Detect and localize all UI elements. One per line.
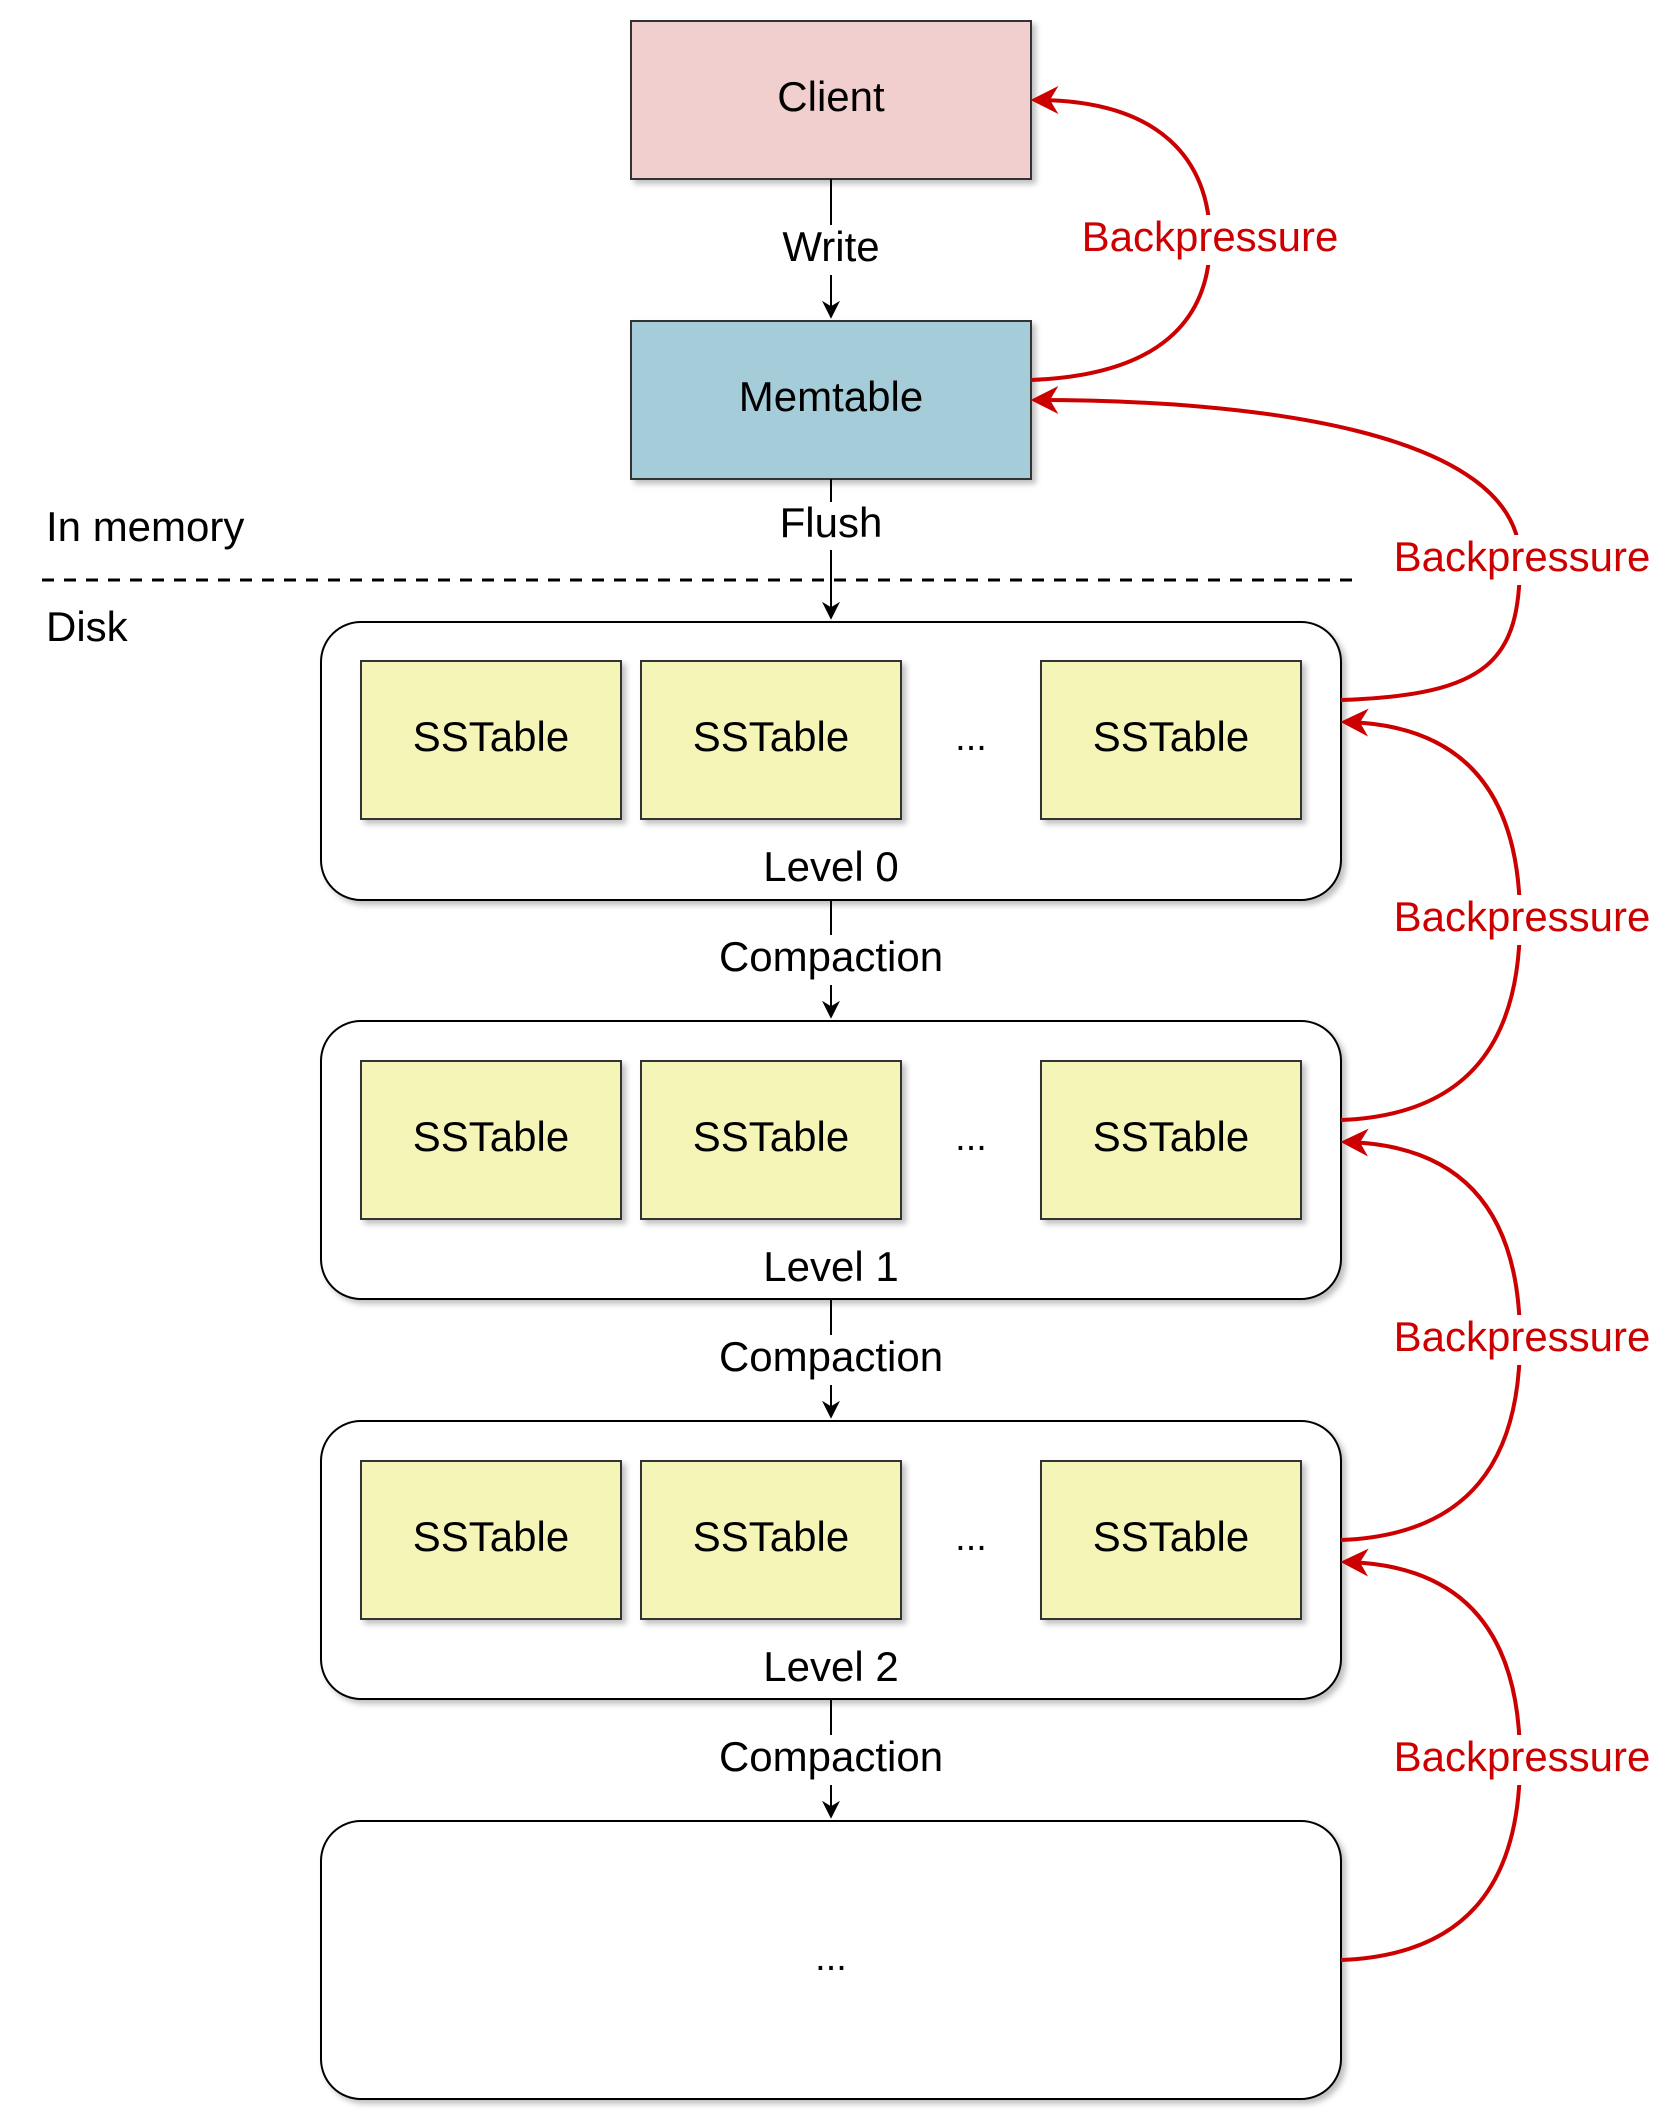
sstable-label: SSTable — [693, 1113, 849, 1160]
disk-label: Disk — [46, 603, 129, 650]
level-0-label: Level 0 — [763, 843, 898, 890]
bottom-level-ellipsis: ... — [815, 1937, 847, 1979]
sstable-node: SSTable — [640, 1460, 902, 1620]
in-memory-label: In memory — [46, 503, 244, 550]
backpressure-label: Backpressure — [1082, 213, 1339, 260]
sstable-node: SSTable — [1040, 1460, 1302, 1620]
compaction-label: Compaction — [719, 1333, 943, 1380]
sstable-label: SSTable — [413, 713, 569, 760]
backpressure-edge: Backpressure — [1030, 86, 1345, 382]
level-2-label: Level 2 — [763, 1643, 898, 1690]
level-1-label: Level 1 — [763, 1243, 898, 1290]
backpressure-edge: Backpressure — [1340, 708, 1660, 1122]
sstable-label: SSTable — [1093, 1113, 1249, 1160]
sstable-ellipsis: ... — [955, 1517, 987, 1559]
compaction-label: Compaction — [719, 933, 943, 980]
sstable-node: SSTable — [1040, 660, 1302, 820]
backpressure-label: Backpressure — [1394, 893, 1651, 940]
sstable-ellipsis: ... — [955, 717, 987, 759]
sstable-node: SSTable — [360, 1060, 622, 1220]
backpressure-edge: Backpressure — [1340, 1128, 1660, 1542]
sstable-node: SSTable — [640, 1060, 902, 1220]
sstable-node: SSTable — [360, 660, 622, 820]
backpressure-label: Backpressure — [1394, 533, 1651, 580]
client-node: Client — [630, 20, 1032, 180]
sstable-node: SSTable — [1040, 1060, 1302, 1220]
backpressure-edge: Backpressure — [1030, 386, 1660, 702]
sstable-label: SSTable — [413, 1513, 569, 1560]
write-label: Write — [782, 223, 879, 270]
client-label: Client — [777, 73, 885, 120]
backpressure-label: Backpressure — [1394, 1313, 1651, 1360]
write-edge: Write — [782, 179, 880, 319]
flush-label: Flush — [780, 499, 883, 546]
level-2-container: SSTable SSTable ... SSTable Level 2 — [320, 1420, 1342, 1700]
backpressure-label: Backpressure — [1394, 1733, 1651, 1780]
memtable-node: Memtable — [630, 320, 1032, 480]
sstable-node: SSTable — [360, 1460, 622, 1620]
level-0-container: SSTable SSTable ... SSTable Level 0 — [320, 621, 1342, 901]
bottom-level-container: ... — [320, 1820, 1342, 2100]
compaction-label: Compaction — [719, 1733, 943, 1780]
sstable-label: SSTable — [693, 1513, 849, 1560]
compaction-edge: Compaction — [719, 1299, 943, 1419]
sstable-label: SSTable — [693, 713, 849, 760]
compaction-edge: Compaction — [719, 900, 943, 1019]
flush-edge: Flush — [780, 479, 883, 620]
backpressure-edge: Backpressure — [1340, 1548, 1660, 1962]
sstable-label: SSTable — [413, 1113, 569, 1160]
sstable-label: SSTable — [1093, 713, 1249, 760]
sstable-label: SSTable — [1093, 1513, 1249, 1560]
sstable-ellipsis: ... — [955, 1117, 987, 1159]
compaction-edge: Compaction — [719, 1699, 943, 1819]
level-1-container: SSTable SSTable ... SSTable Level 1 — [320, 1020, 1342, 1300]
memtable-label: Memtable — [739, 373, 923, 420]
sstable-node: SSTable — [640, 660, 902, 820]
